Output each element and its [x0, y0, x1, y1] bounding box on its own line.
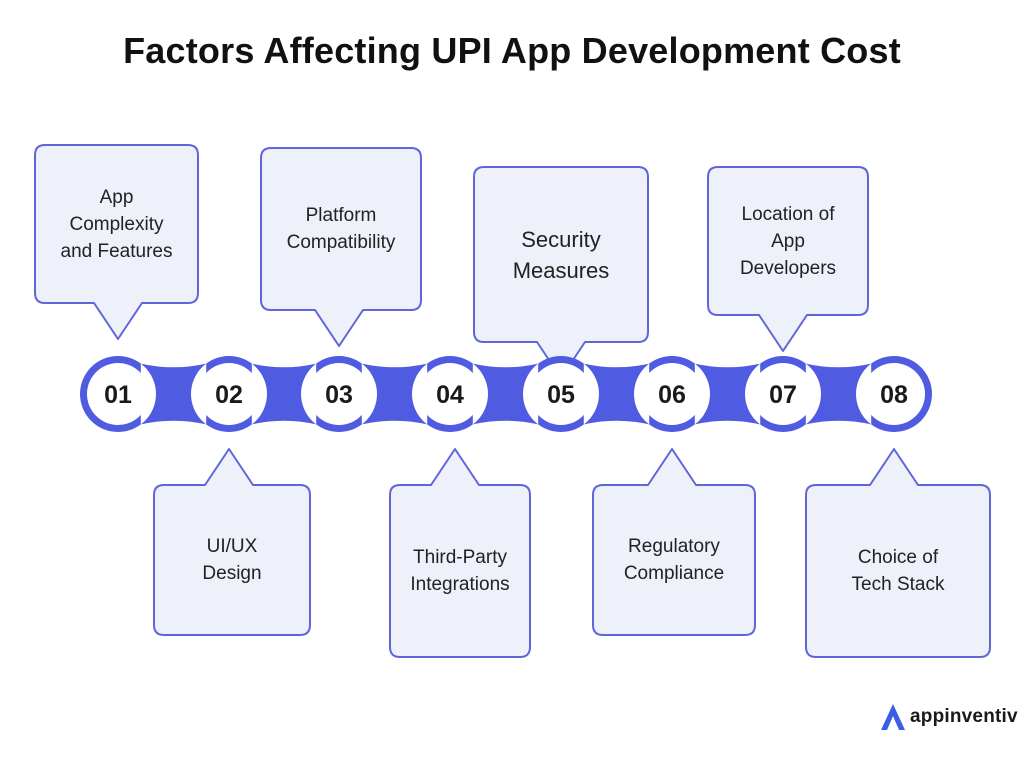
- factor-line: Security: [521, 226, 601, 252]
- node-5: 05: [530, 363, 592, 425]
- brand-logo: appinventiv: [880, 702, 1018, 732]
- factor-line: Compatibility: [286, 232, 396, 253]
- factor-line: and Features: [60, 240, 173, 262]
- factor-callout-1: [34, 144, 199, 340]
- node-7: 07: [752, 363, 814, 425]
- appinventiv-logo-icon: [881, 704, 905, 730]
- node-label: 07: [769, 381, 797, 409]
- factor-line: Compliance: [623, 563, 725, 584]
- node-8: 08: [863, 363, 925, 425]
- factor-callout-4: [389, 448, 531, 658]
- node-4: 04: [419, 363, 481, 425]
- node-6: 06: [641, 363, 703, 425]
- page-title: Factors Affecting UPI App Development Co…: [123, 30, 901, 71]
- node-3: 03: [308, 363, 370, 425]
- factor-callout-8: [805, 448, 991, 658]
- factor-line: Developers: [739, 257, 837, 279]
- factor-text-2: UI/UX Design: [154, 485, 310, 635]
- factor-line: Regulatory: [628, 536, 720, 557]
- factor-line: Platform: [305, 205, 377, 226]
- factor-callout-2: [153, 448, 311, 636]
- factor-line: Complexity: [69, 213, 164, 235]
- node-label: 02: [215, 381, 243, 409]
- factor-line: App: [771, 230, 805, 252]
- node-label: 01: [104, 381, 132, 409]
- factor-line: App: [99, 186, 134, 208]
- node-1: 01: [87, 363, 149, 425]
- node-label: 04: [436, 381, 464, 409]
- factor-callout-3: [260, 147, 422, 347]
- factor-line: UI/UX: [206, 536, 258, 557]
- node-label: 03: [325, 381, 353, 409]
- factor-line: Integrations: [410, 574, 510, 595]
- factor-text-8: Choice of Tech Stack: [806, 485, 990, 657]
- factor-callout-7: [707, 166, 869, 352]
- factor-line: Location of: [741, 203, 835, 225]
- node-label: 08: [880, 381, 908, 409]
- factor-line: Third-Party: [413, 547, 507, 568]
- brand-name: appinventiv: [910, 706, 1018, 727]
- factor-line: Measures: [512, 257, 610, 283]
- node-label: 05: [547, 381, 575, 409]
- node-2: 02: [198, 363, 260, 425]
- factor-line: Tech Stack: [851, 574, 945, 595]
- factor-line: Choice of: [857, 547, 939, 568]
- node-label: 06: [658, 381, 686, 409]
- factor-line: Design: [202, 563, 262, 584]
- factor-callout-6: [592, 448, 756, 636]
- timeline-track: [80, 356, 932, 432]
